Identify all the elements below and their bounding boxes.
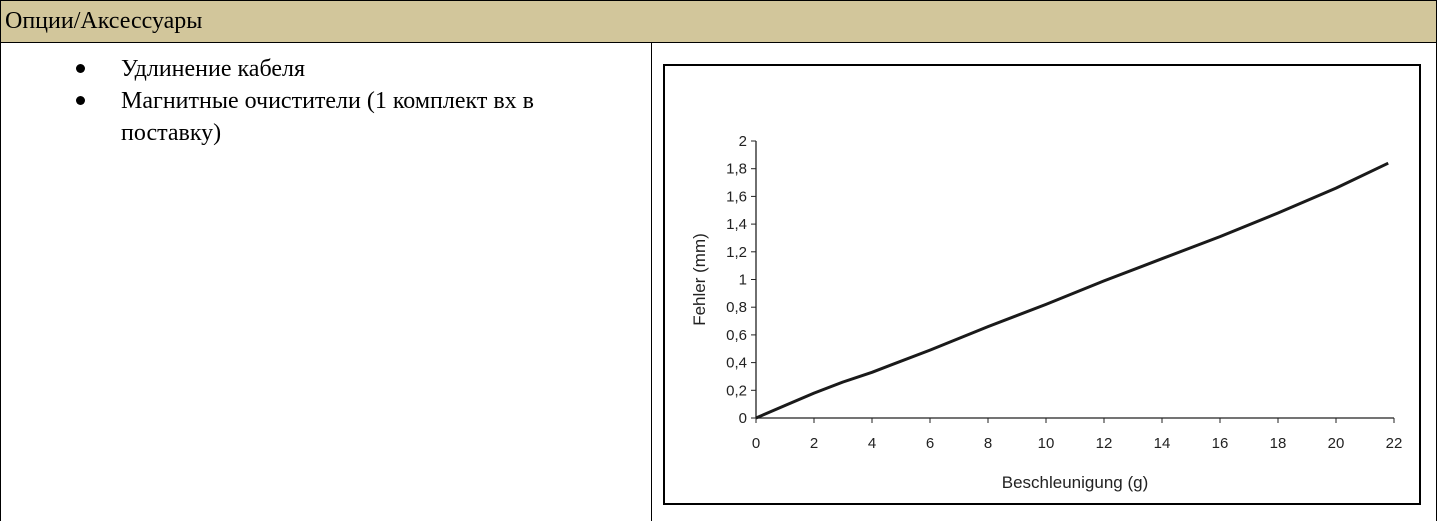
y-tick-label: 1,4: [726, 216, 747, 233]
options-list: Удлинение кабеля Магнитные очистители (1…: [0, 53, 645, 149]
y-tick-label: 0,6: [726, 327, 747, 344]
x-tick-label: 8: [984, 435, 992, 452]
x-tick-label: 10: [1038, 435, 1055, 452]
list-item-text: Удлинение кабеля: [121, 56, 306, 82]
x-tick-label: 2: [810, 435, 818, 452]
x-tick-label: 18: [1270, 435, 1287, 452]
y-tick-label: 0,8: [726, 299, 747, 316]
x-tick-label: 12: [1096, 435, 1113, 452]
x-tick-label: 14: [1154, 435, 1171, 452]
y-tick-label: 1,6: [726, 188, 747, 205]
bullet-icon: [76, 64, 85, 73]
table-border-middle: [651, 43, 652, 521]
y-tick-label: 0: [739, 410, 747, 427]
x-tick-label: 6: [926, 435, 934, 452]
x-axis-label: Beschleunigung (g): [1002, 473, 1148, 492]
y-tick-label: 1,8: [726, 161, 747, 178]
y-tick-label: 0,4: [726, 355, 747, 372]
section-title: Опции/Аксессуары: [5, 8, 203, 34]
x-tick-label: 22: [1386, 435, 1403, 452]
bullet-icon: [76, 96, 85, 105]
x-tick-label: 20: [1328, 435, 1345, 452]
x-tick-label: 0: [752, 435, 760, 452]
list-item: Удлинение кабеля: [0, 53, 645, 85]
y-tick-label: 1,2: [726, 244, 747, 261]
y-tick-label: 1: [739, 272, 747, 289]
section-header: Опции/Аксессуары: [0, 0, 1437, 43]
y-tick-label: 2: [739, 133, 747, 150]
x-tick-label: 4: [868, 435, 876, 452]
y-tick-label: 0,2: [726, 382, 747, 399]
series-line: [755, 161, 1389, 420]
table-border-left: [0, 43, 1, 521]
list-item: Магнитные очистители (1 комплект вх в по…: [0, 85, 645, 149]
y-axis-label: Fehler (mm): [690, 233, 709, 326]
x-tick-label: 16: [1212, 435, 1229, 452]
list-item-text: Магнитные очистители (1 комплект вх в по…: [121, 88, 535, 146]
